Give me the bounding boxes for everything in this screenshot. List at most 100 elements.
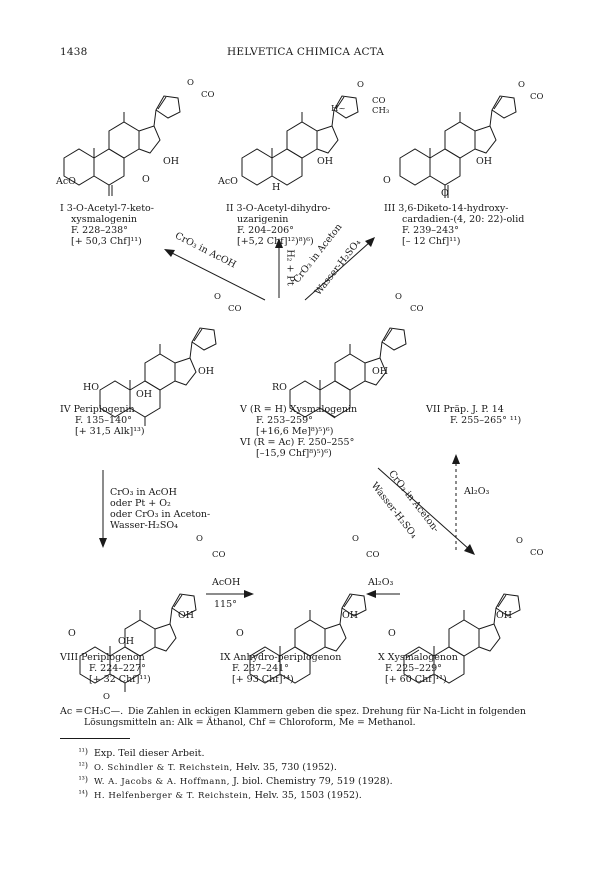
compound-I-rotation: [+ 50,3 Chf]¹¹): [71, 236, 142, 247]
oh-label: OH: [178, 610, 195, 621]
ring-o-label: O: [214, 292, 221, 302]
ring-co-label: CO: [530, 92, 544, 102]
h-label: H: [272, 182, 281, 193]
compound-I-name-2: xysmalogenin: [71, 214, 138, 225]
compound-IX-rotation: [+ 93 Chf]¹⁴): [232, 674, 294, 685]
oh-label: OH: [372, 366, 389, 377]
compound-IV-name: IV Periplogenin: [60, 404, 135, 415]
oh-label: OH: [496, 610, 513, 621]
reaction-arrows-bottom: [0, 590, 604, 598]
legend-line-1: Die Zahlen in eckigen Klammern geben die…: [128, 706, 526, 717]
compound-X-name: X Xysmalogenon: [378, 652, 458, 663]
footnote-author: W. A. Jacobs & A. Hoffmann,: [94, 777, 230, 787]
ring-o-label: O: [516, 536, 523, 546]
structure-III: [399, 95, 517, 196]
compound-II-mp: F. 204–206°: [237, 225, 294, 236]
compound-V-mp: F. 253–259°: [256, 415, 313, 426]
compound-I-name-1: I 3-O-Acetyl-7-keto-: [60, 203, 154, 214]
ring-co-label: CO: [212, 550, 226, 560]
reaction-arrows-middle: [99, 454, 475, 555]
reagent-temp: 115°: [214, 599, 237, 610]
structure-X: [403, 593, 521, 684]
oh-label: OH: [163, 156, 180, 167]
reagent-box-4: Wasser-H₂SO₄: [110, 520, 178, 531]
footnote-ref: J. biol. Chemistry 79, 519 (1928).: [233, 776, 393, 787]
compound-III-name-1: III 3,6-Diketo-14-hydroxy-: [384, 203, 509, 214]
compound-VII-mp: F. 255–265° ¹¹): [450, 415, 522, 426]
ro-label: RO: [272, 382, 287, 393]
compound-I-mp: F. 228–238°: [71, 225, 128, 236]
oh-label: OH: [317, 156, 334, 167]
footnote-11: ¹¹) Exp. Teil dieser Arbeit.: [60, 746, 205, 760]
keto-o-label: O: [441, 188, 449, 199]
keto-o-label: O: [236, 628, 244, 639]
footnote-number: ¹²): [78, 761, 88, 770]
acetyl-o: O: [103, 692, 110, 702]
footnote-12: ¹²) O. Schindler & T. Reichstein, Helv. 3…: [60, 760, 337, 775]
reagent-box-3: oder CrO₃ in Aceton-: [110, 509, 211, 520]
oh-label: OH: [476, 156, 493, 167]
ring-co-label: CO: [372, 96, 386, 106]
compound-VII-name: VII Präp. J. P. 14: [426, 404, 504, 415]
ring-o-label: O: [518, 80, 525, 90]
structure-IX: [249, 593, 367, 684]
aco-label: AcO: [218, 176, 238, 187]
compound-III-mp: F. 239–243°: [402, 225, 459, 236]
footnote-number: ¹¹): [78, 747, 88, 756]
compound-VI-name: VI (R = Ac) F. 250–255°: [240, 437, 355, 448]
compound-V-name: V (R = H) Xysmalogenin: [240, 404, 358, 415]
footnote-14: ¹⁴) H. Helfenberger & T. Reichstein, Helv…: [60, 788, 362, 803]
ring-o-label: O: [187, 78, 194, 88]
reaction-arrows-top: [164, 237, 375, 320]
oh-label: OH: [198, 366, 215, 377]
oh-label: OH: [342, 610, 359, 621]
footnote-number: ¹⁴): [78, 789, 88, 798]
legend-line-2: Lösungsmitteln an: Alk = Äthanol, Chf = …: [84, 717, 416, 728]
compound-II-name-1: II 3-O-Acetyl-dihydro-: [226, 203, 331, 214]
ho-label: HO: [83, 382, 100, 393]
footnote-author: O. Schindler & T. Reichstein,: [94, 763, 233, 773]
ring-co-label: CO: [201, 90, 215, 100]
legend-ac-prefix: Ac =: [60, 706, 84, 717]
ring-o-label: O: [357, 80, 364, 90]
aco-label: AcO: [56, 176, 76, 187]
footnote-ref: Helv. 35, 730 (1952).: [235, 762, 337, 773]
footnote-number: ¹³): [78, 775, 88, 784]
reagent-al2o3: Al₂O₃: [464, 486, 490, 497]
compound-III-rotation: [– 12 Chf]¹¹): [402, 236, 461, 247]
compound-V-rotation: [+16,6 Me]⁸)⁵)⁶): [256, 426, 334, 437]
ring-o-label: O: [196, 534, 203, 544]
legend-acetyl-formula: CH₃C—.: [84, 706, 124, 717]
compound-IX-name: IX Anhydro-periplogenon: [220, 652, 342, 663]
reagent-al2o3-2: Al₂O₃: [368, 577, 394, 588]
footnote-ref: Helv. 35, 1503 (1952).: [254, 790, 362, 801]
compound-III-name-2: cardadien-(4, 20: 22)-olid: [402, 214, 525, 225]
keto-o-label: O: [383, 175, 391, 186]
structure-II: [241, 95, 359, 186]
keto-o-label: O: [68, 628, 76, 639]
compound-IX-mp: F. 237–241°: [232, 663, 289, 674]
reagent-acoh: AcOH: [212, 577, 241, 588]
compound-II-name-2: uzarigenin: [237, 214, 289, 225]
compound-VIII-name: VIII Periplogenon: [60, 652, 145, 663]
structure-I: [63, 95, 181, 196]
ring-o-label: O: [352, 534, 359, 544]
compound-IV-rotation: [+ 31,5 Alk]¹³): [75, 426, 145, 437]
compound-VIII-mp: F. 224–227°: [89, 663, 146, 674]
footnote-author: H. Helfenberger & T. Reichstein,: [94, 791, 252, 801]
compound-II-rotation: [+5,2 Chf]¹²)⁸)⁶): [237, 236, 314, 247]
h-wavy-label: H~: [331, 104, 346, 114]
ring-co-label: CO: [410, 304, 424, 314]
footnote-text: Exp. Teil dieser Arbeit.: [94, 748, 205, 759]
structure-IV: [99, 327, 217, 428]
footnote-rule: [60, 738, 130, 739]
compound-X-rotation: [+ 60 Chf]¹¹): [385, 674, 447, 685]
keto-o-label: O: [142, 174, 150, 185]
footnote-13: ¹³) W. A. Jacobs & A. Hoffmann, J. biol. …: [60, 774, 393, 789]
ch3-label: CH₃: [372, 106, 390, 116]
oh-label: OH: [118, 636, 135, 647]
compound-X-mp: F. 225–229°: [385, 663, 442, 674]
structure-V: [289, 327, 407, 428]
compound-VI-rotation: [–15,9 Chf]⁸)⁵)⁶): [256, 448, 332, 459]
reagent-box-2: oder Pt + O₂: [110, 498, 171, 509]
